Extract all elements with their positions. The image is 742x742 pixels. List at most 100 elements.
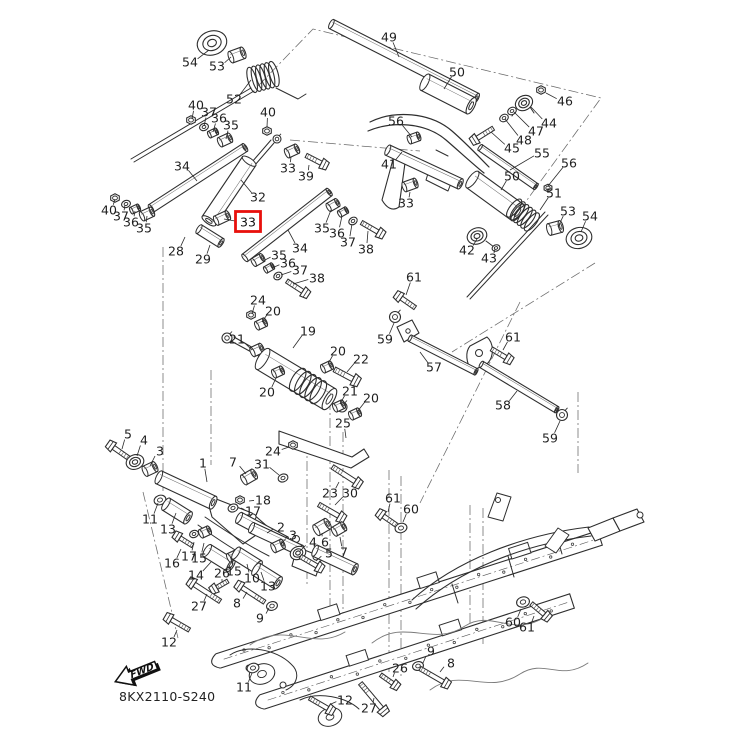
part-label-56[interactable]: 56 — [547, 156, 577, 187]
part-label-9[interactable]: 9 — [422, 644, 435, 664]
part-label-3[interactable]: 3 — [280, 528, 297, 545]
part-label-5[interactable]: 5 — [315, 546, 333, 562]
part-label-36[interactable]: 36 — [271, 256, 296, 271]
highlighted-part-33[interactable]: 33 — [223, 210, 262, 233]
part-label-37[interactable]: 37 — [113, 204, 129, 224]
part-label-48[interactable]: 48 — [504, 118, 532, 148]
part-label-60[interactable]: 60 — [505, 608, 522, 630]
part-label-27[interactable]: 27 — [191, 593, 208, 614]
part-label-20[interactable]: 20 — [356, 391, 379, 413]
part-label-37[interactable]: 37 — [201, 105, 217, 127]
part-label-50[interactable]: 50 — [443, 65, 465, 90]
part-label-13[interactable]: 13 — [160, 512, 177, 537]
part-label-2[interactable]: 2 — [266, 520, 285, 535]
part-label-8[interactable]: 8 — [233, 591, 248, 611]
part-label-33[interactable]: 33 — [398, 191, 414, 211]
part-label-38[interactable]: 38 — [358, 230, 374, 257]
part-label-54[interactable]: 54 — [580, 209, 598, 233]
part-label-18[interactable]: 18 — [248, 493, 271, 508]
part-label-49[interactable]: 49 — [381, 30, 400, 58]
part-label-50[interactable]: 50 — [500, 169, 520, 191]
part-label-11[interactable]: 11 — [236, 672, 253, 695]
part-label-29[interactable]: 29 — [195, 244, 211, 267]
part-label-36[interactable]: 36 — [211, 111, 227, 133]
part-label-57[interactable]: 57 — [419, 351, 442, 375]
part-label-32[interactable]: 32 — [240, 179, 266, 205]
part-label-55[interactable]: 55 — [509, 146, 550, 171]
part-label-40[interactable]: 40 — [188, 98, 204, 120]
part-label-35[interactable]: 35 — [136, 215, 152, 236]
part-label-38[interactable]: 38 — [292, 271, 325, 286]
part-label-34[interactable]: 34 — [174, 159, 198, 182]
part-label-15[interactable]: 15 — [191, 542, 207, 566]
part-label-16[interactable]: 16 — [164, 548, 182, 571]
part-label-14[interactable]: 14 — [188, 561, 212, 583]
part-label-37[interactable]: 37 — [340, 223, 356, 250]
part-label-36[interactable]: 36 — [123, 210, 139, 230]
part-label-35[interactable]: 35 — [314, 209, 332, 236]
part-label-5[interactable]: 5 — [121, 427, 132, 450]
part-label-30[interactable]: 30 — [334, 486, 358, 506]
part-label-61[interactable]: 61 — [502, 330, 521, 351]
part-label-60[interactable]: 60 — [402, 502, 419, 523]
part-label-17[interactable]: 17 — [181, 541, 197, 564]
part-label-12[interactable]: 12 — [330, 693, 353, 708]
part-label-7[interactable]: 7 — [339, 536, 348, 560]
part-label-20[interactable]: 20 — [261, 304, 281, 323]
part-label-24[interactable]: 24 — [265, 444, 290, 459]
part-label-56[interactable]: 56 — [388, 114, 413, 138]
part-label-3[interactable]: 3 — [149, 444, 164, 467]
part-label-39[interactable]: 39 — [298, 164, 314, 184]
part-label-61[interactable]: 61 — [405, 270, 422, 296]
part-label-23[interactable]: 23 — [322, 481, 340, 501]
part-label-41[interactable]: 41 — [381, 151, 403, 172]
part-label-22[interactable]: 22 — [346, 352, 369, 373]
part-label-52[interactable]: 52 — [226, 79, 252, 107]
part-label-6[interactable]: 6 — [321, 532, 329, 550]
part-label-37[interactable]: 37 — [280, 263, 308, 278]
part-label-33[interactable]: 33 — [280, 156, 296, 176]
part-label-36[interactable]: 36 — [329, 215, 345, 241]
part-label-19[interactable]: 19 — [292, 324, 316, 349]
part-label-15[interactable]: 15 — [226, 557, 242, 579]
part-label-61[interactable]: 61 — [519, 615, 535, 635]
part-label-45[interactable]: 45 — [490, 131, 520, 156]
part-label-51[interactable]: 51 — [539, 186, 562, 211]
part-label-58[interactable]: 58 — [495, 390, 518, 413]
part-label-28[interactable]: 28 — [168, 236, 186, 259]
part-label-59[interactable]: 59 — [377, 322, 395, 347]
part-label-9[interactable]: 9 — [256, 607, 270, 626]
part-label-53[interactable]: 53 — [209, 56, 232, 74]
part-label-40[interactable]: 40 — [101, 198, 117, 218]
part-label-27[interactable]: 27 — [361, 697, 377, 716]
part-label-42[interactable]: 42 — [459, 238, 478, 258]
part-label-21[interactable]: 21 — [229, 332, 253, 351]
part-label-46[interactable]: 46 — [545, 92, 573, 109]
part-label-10[interactable]: 10 — [244, 563, 260, 586]
part-label-35[interactable]: 35 — [262, 248, 287, 263]
part-label-4[interactable]: 4 — [299, 535, 317, 552]
part-label-40[interactable]: 40 — [260, 105, 276, 128]
part-label-61[interactable]: 61 — [385, 491, 401, 513]
part-label-44[interactable]: 44 — [530, 106, 557, 131]
part-label-20[interactable]: 20 — [327, 344, 346, 365]
part-label-53[interactable]: 53 — [557, 204, 576, 228]
part-label-20[interactable]: 20 — [259, 377, 277, 400]
part-label-26[interactable]: 26 — [214, 566, 230, 583]
part-label-24[interactable]: 24 — [250, 293, 266, 315]
part-label-43[interactable]: 43 — [481, 248, 497, 266]
part-label-59[interactable]: 59 — [542, 420, 561, 446]
highlight-box[interactable] — [234, 210, 262, 233]
part-label-12[interactable]: 12 — [161, 629, 178, 650]
part-label-25[interactable]: 25 — [335, 416, 351, 439]
part-label-35[interactable]: 35 — [223, 118, 239, 140]
part-label-21[interactable]: 21 — [339, 384, 358, 405]
part-label-17[interactable]: 17 — [240, 504, 261, 519]
part-label-4[interactable]: 4 — [136, 433, 148, 457]
part-label-11[interactable]: 11 — [142, 502, 159, 527]
part-label-1[interactable]: 1 — [199, 456, 208, 483]
part-label-47[interactable]: 47 — [513, 111, 544, 139]
part-label-34[interactable]: 34 — [287, 229, 308, 256]
part-label-8[interactable]: 8 — [439, 656, 455, 673]
part-label-54[interactable]: 54 — [182, 49, 210, 70]
